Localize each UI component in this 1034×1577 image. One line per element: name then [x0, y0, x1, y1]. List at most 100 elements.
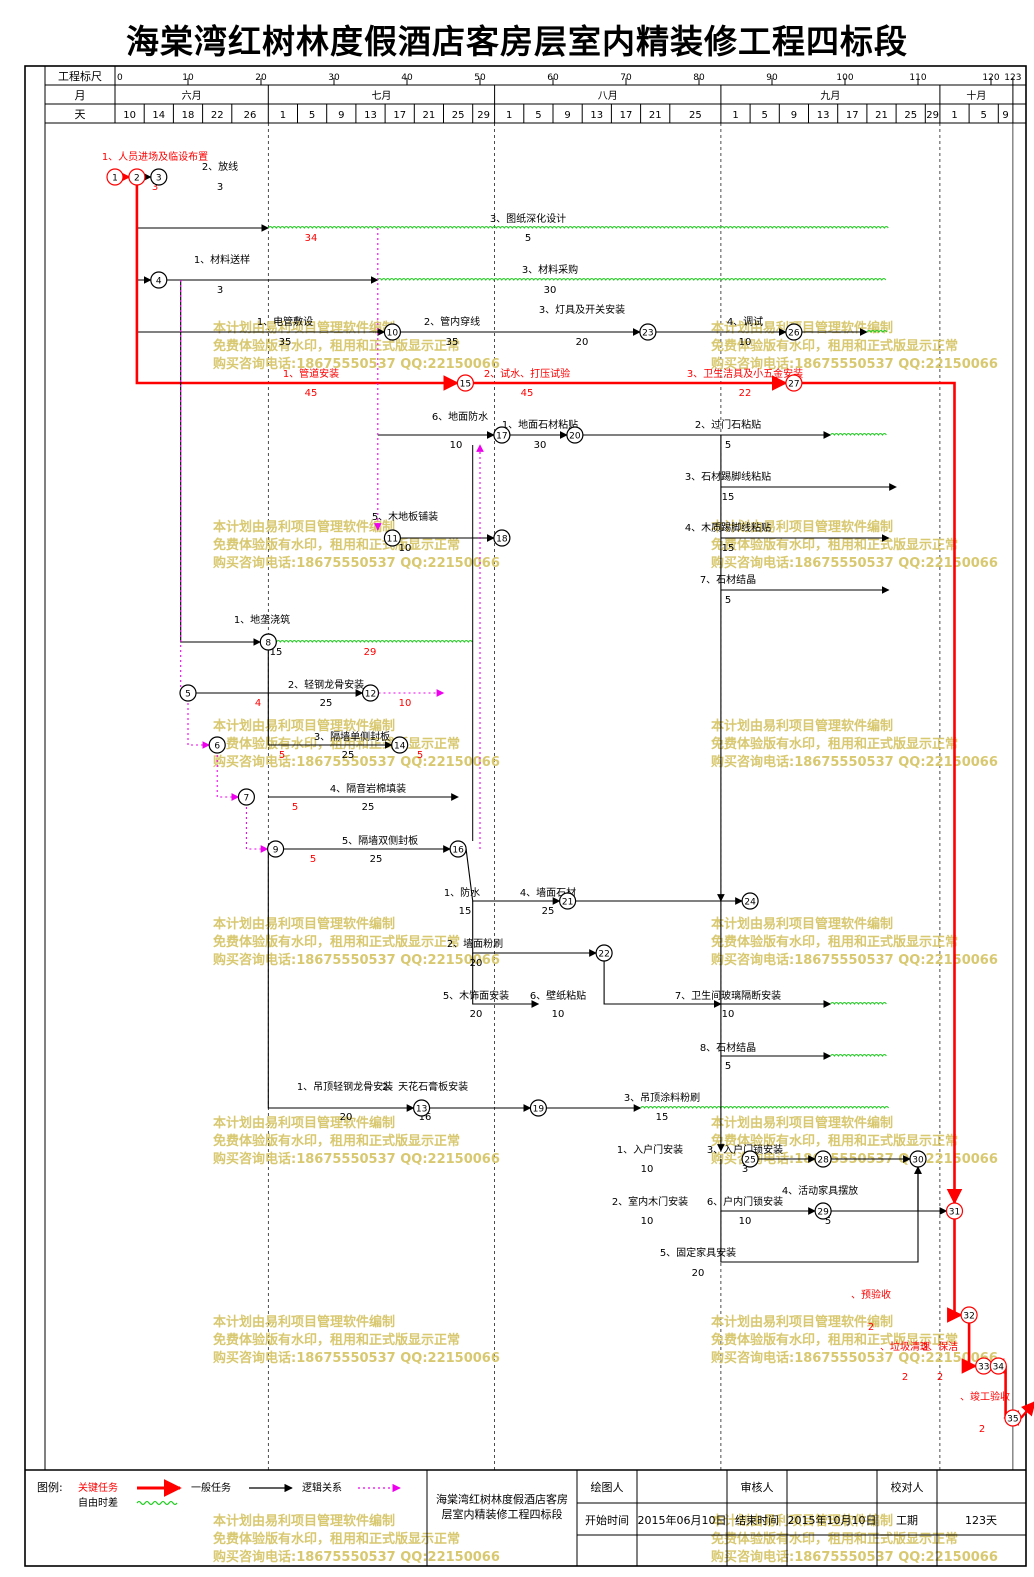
event-node-label: 10	[387, 329, 399, 339]
footer-start-label: 开始时间	[585, 1513, 629, 1527]
activity-duration: 10	[739, 1216, 752, 1227]
scale-tick-label: 10	[182, 73, 194, 83]
activity-arrow	[582, 434, 725, 902]
watermark-text: 购买咨询电话:18675550537 QQ:22150066	[213, 555, 500, 571]
free-float-line	[829, 1001, 887, 1005]
day-cell-label: 1	[732, 110, 738, 121]
activity-duration: 2	[868, 1322, 874, 1333]
watermark-text: 免费体验版有水印，租用和正式版显示正常	[711, 1332, 958, 1348]
activity-label: 1、人员进场及临设布置	[102, 150, 208, 163]
activity-duration: 5	[725, 1061, 731, 1072]
month-cell-label: 九月	[820, 90, 840, 102]
event-node-label: 22	[598, 950, 609, 960]
watermark-text: 购买咨询电话:18675550537 QQ:22150066	[213, 356, 500, 372]
activity-label: 、预验收	[851, 1288, 891, 1301]
event-node	[493, 426, 511, 444]
legend-critical-label: 关键任务	[78, 1481, 118, 1494]
event-node-label: 4	[156, 277, 162, 287]
month-cell-label: 八月	[598, 90, 618, 102]
watermark-text: 购买咨询电话:18675550537 QQ:22150066	[213, 1549, 500, 1565]
activity-label: 6、壁纸粘贴	[530, 989, 586, 1002]
activity-duration: 5	[725, 595, 731, 606]
event-node	[741, 892, 759, 910]
activity-label: 3、材料采购	[522, 263, 578, 276]
activity-duration: 5	[525, 233, 531, 244]
activity-duration: 10	[399, 543, 412, 554]
activity-label: 1、防水	[444, 886, 480, 899]
activity-duration: 25	[542, 906, 555, 917]
day-cell-label: 10	[123, 110, 136, 121]
scale-tick-label: 100	[836, 73, 853, 83]
activity-duration: 10	[450, 440, 463, 451]
event-node	[361, 684, 380, 702]
watermark: 本计划由易利项目管理软件编制免费体验版有水印，租用和正式版显示正常购买咨询电话:…	[213, 320, 998, 1565]
event-node-label: 15	[460, 380, 471, 390]
event-node	[150, 271, 168, 289]
activity-duration: 30	[544, 285, 557, 296]
activity-label: 3、入户门锁安装	[707, 1143, 783, 1156]
event-node-label: 12	[365, 690, 376, 700]
scale-tick-label: 60	[547, 73, 559, 83]
activity-duration: 20	[470, 958, 483, 969]
month-cell-label: 六月	[182, 90, 202, 102]
activity-arrow	[136, 185, 152, 284]
watermark-text: 本计划由易利项目管理软件编制	[711, 519, 893, 535]
day-cell-label: 5	[981, 110, 987, 121]
event-node-label: 14	[394, 742, 406, 752]
scale-tick-label: 110	[909, 73, 926, 83]
activity-label: 1、电管敷设	[257, 315, 313, 328]
event-node-label: 31	[949, 1208, 960, 1218]
footer-end-value: 2015年10月10日	[788, 1513, 877, 1527]
footer-duration-label: 工期	[896, 1514, 918, 1527]
day-cell-label: 13	[590, 110, 603, 121]
activity-duration: 5	[825, 1216, 831, 1227]
activity-label: 6、地面防水	[432, 410, 488, 423]
activity-label: 3、卫生洁具及小五金安装	[687, 367, 803, 380]
activity-label: 3、图纸深化设计	[490, 212, 566, 225]
day-cell-label: 9	[338, 110, 344, 121]
footer-project-name-2: 层室内精装修工程四标段	[442, 1507, 563, 1521]
day-cell-label: 29	[926, 110, 939, 121]
footer-checker-label: 校对人	[891, 1480, 924, 1494]
scale-tick-label: 123	[1004, 73, 1021, 83]
event-node	[383, 529, 401, 547]
event-node-label: 18	[496, 535, 508, 545]
event-node-label: 6	[214, 742, 220, 752]
event-node-label: 23	[642, 329, 653, 339]
activity-label: 6、户内门锁安装	[707, 1195, 783, 1208]
activity-duration: 22	[739, 388, 752, 399]
activity-label: 2、试水、打压试验	[484, 367, 570, 380]
activity-label: 1、地垄浇筑	[234, 613, 290, 626]
scale-tick-label: 80	[693, 73, 705, 83]
activity-duration: 30	[534, 440, 547, 451]
watermark-text: 购买咨询电话:18675550537 QQ:22150066	[213, 952, 500, 968]
activity-label: 2、保洁	[922, 1340, 958, 1353]
activity-label: 2、天花石膏板安装	[382, 1080, 468, 1093]
event-node	[595, 944, 613, 962]
event-node-label: 8	[265, 639, 271, 649]
event-node-label: 28	[817, 1156, 829, 1166]
activity-arrow	[917, 1167, 948, 1215]
free-float-line	[377, 277, 887, 281]
day-cell-label: 26	[244, 110, 257, 121]
event-node-label: 13	[416, 1105, 427, 1115]
legend-label: 图例:	[37, 1480, 63, 1494]
footer-drawer-label: 绘图人	[591, 1480, 624, 1494]
watermark-text: 购买咨询电话:18675550537 QQ:22150066	[711, 754, 998, 770]
float-label: 4	[255, 698, 261, 709]
event-node	[383, 323, 401, 341]
watermark-text: 购买咨询电话:18675550537 QQ:22150066	[213, 754, 500, 770]
day-cell-label: 22	[211, 110, 224, 121]
activity-duration: 25	[362, 802, 375, 813]
event-node	[128, 168, 146, 186]
day-cell-label: 17	[393, 110, 406, 121]
event-node	[785, 374, 803, 392]
activity-duration: 25	[342, 750, 355, 761]
float-label: 5	[292, 802, 298, 813]
day-cell-label: 25	[689, 110, 702, 121]
activity-duration: 3	[217, 285, 223, 296]
activity-duration: 45	[305, 388, 318, 399]
